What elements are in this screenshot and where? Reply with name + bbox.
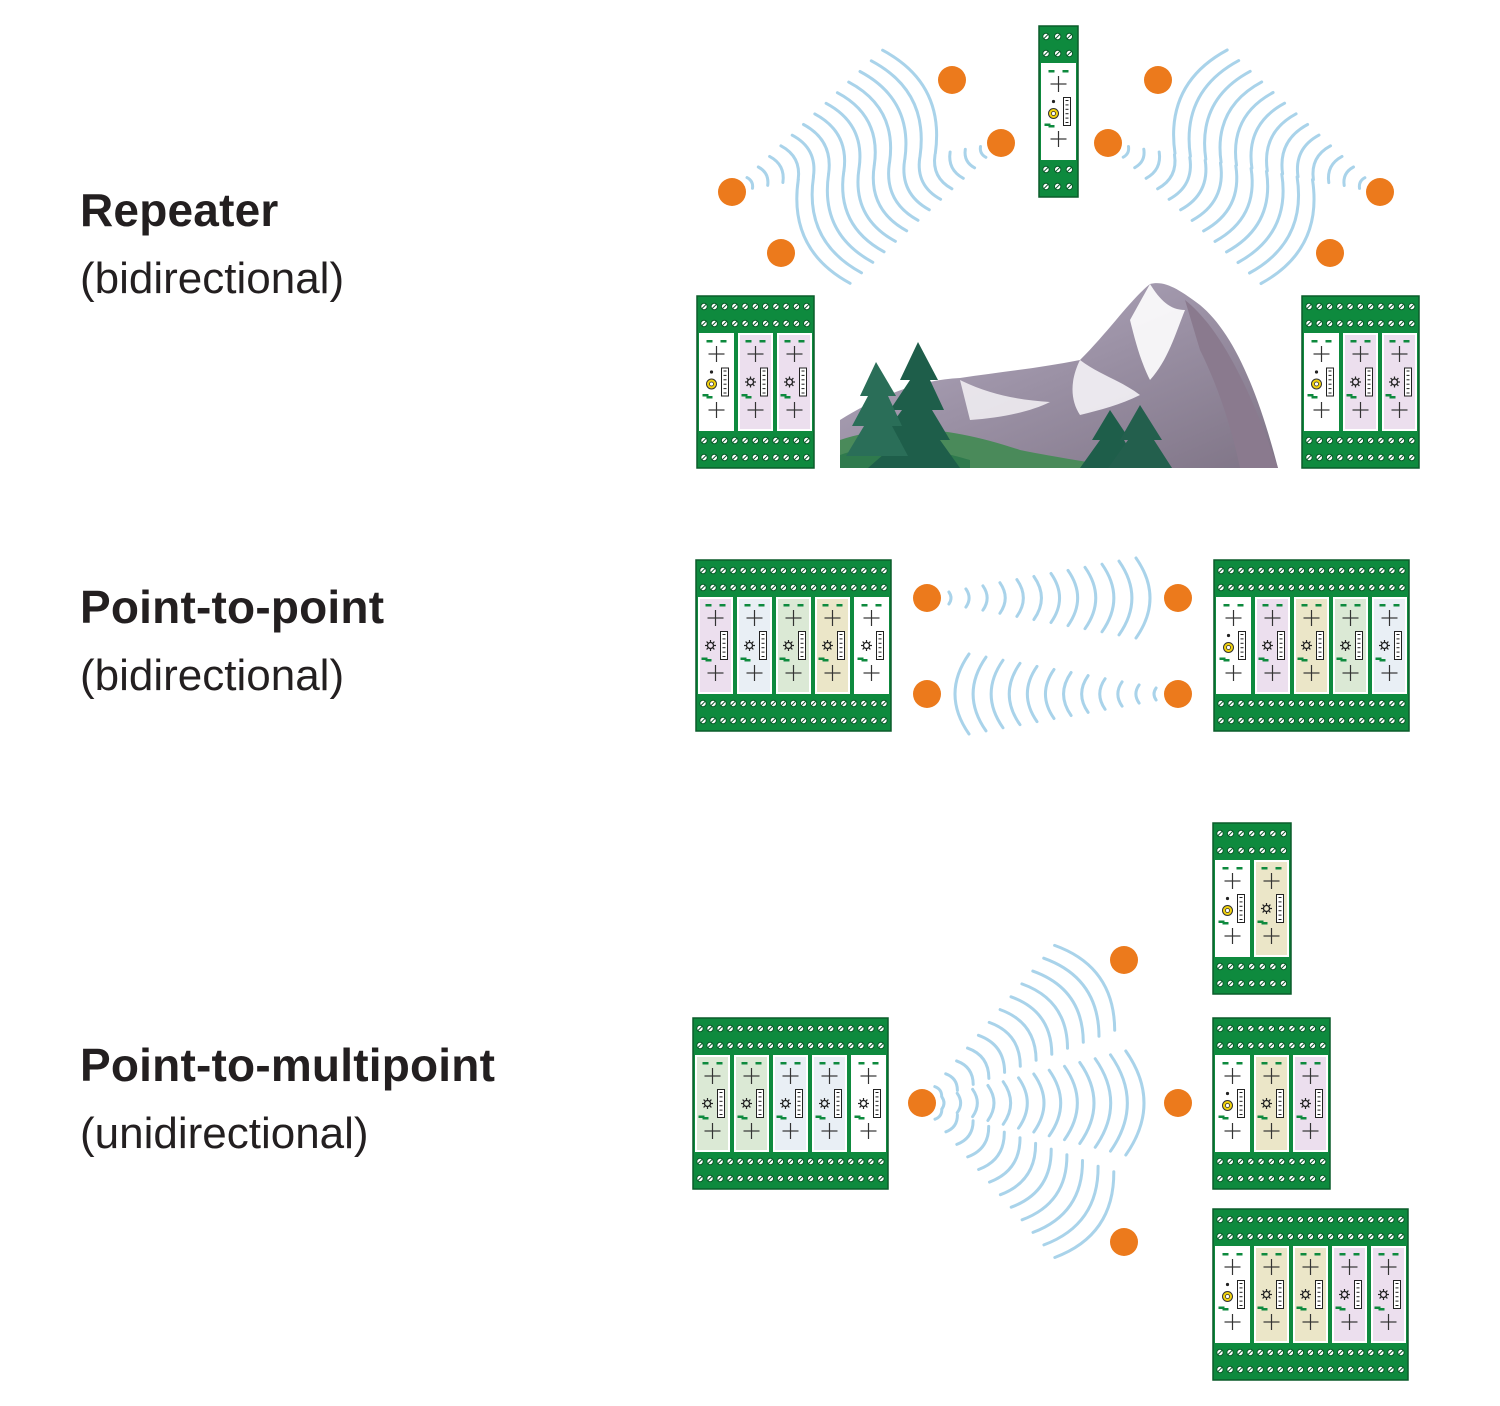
module-slice <box>1304 333 1339 431</box>
repeater-subtitle: (bidirectional) <box>80 254 345 303</box>
din-rail-io-module-icon <box>1212 822 1292 995</box>
module-slice <box>773 1055 808 1152</box>
module-slice <box>738 333 773 431</box>
point-to-multipoint-label: Point-to-multipoint (unidirectional) <box>80 1038 495 1160</box>
orange-dot-antenna-icon <box>1094 129 1122 157</box>
module-slice <box>854 597 889 694</box>
module-slice <box>1382 333 1417 431</box>
radio-wave-arc-icon <box>745 48 939 190</box>
module-slice <box>737 597 772 694</box>
module-slice <box>1343 333 1378 431</box>
orange-dot-antenna-icon <box>1164 584 1192 612</box>
module-slice <box>1255 597 1290 694</box>
din-rail-io-module-icon <box>1301 295 1420 469</box>
radio-wave-arc-icon <box>947 556 1152 640</box>
din-rail-io-module-icon <box>692 1017 889 1190</box>
radio-wave-arc-icon <box>953 652 1158 736</box>
orange-dot-antenna-icon <box>913 584 941 612</box>
repeater-title: Repeater <box>80 184 279 236</box>
repeater-label: Repeater (bidirectional) <box>80 183 344 305</box>
orange-dot-antenna-icon <box>938 66 966 94</box>
point-to-point-subtitle: (bidirectional) <box>80 651 345 700</box>
module-slice <box>1254 1246 1289 1343</box>
module-slice <box>1293 1055 1328 1152</box>
point-to-point-title: Point-to-point <box>80 581 385 633</box>
orange-dot-antenna-icon <box>1366 178 1394 206</box>
module-slice <box>1372 597 1407 694</box>
radio-wave-arc-icon <box>940 1049 1146 1157</box>
modules <box>692 25 1420 1381</box>
din-rail-io-module-icon <box>1212 1208 1409 1381</box>
module-slice <box>1041 63 1076 160</box>
module-slice <box>777 333 812 431</box>
orange-dot-antenna-icon <box>1164 680 1192 708</box>
module-slice <box>1371 1246 1406 1343</box>
module-slice <box>734 1055 769 1152</box>
radio-wave-arc-icon <box>795 145 988 285</box>
orange-dot-antenna-icon <box>908 1089 936 1117</box>
orange-dot-antenna-icon <box>987 129 1015 157</box>
radio-wave-arc-icon <box>1121 145 1316 285</box>
module-slice <box>695 1055 730 1152</box>
orange-dot-antenna-icon <box>1110 946 1138 974</box>
module-slice <box>851 1055 886 1152</box>
din-rail-io-module-icon <box>1038 25 1079 198</box>
radio-waves <box>745 48 1367 1259</box>
din-rail-io-module-icon <box>696 295 815 469</box>
module-slice <box>1332 1246 1367 1343</box>
module-slice <box>1216 597 1251 694</box>
module-slice <box>776 597 811 694</box>
orange-dot-antenna-icon <box>913 680 941 708</box>
module-slice <box>1254 1055 1289 1152</box>
module-slice <box>1293 1246 1328 1343</box>
module-slice <box>1215 1246 1250 1343</box>
module-slice <box>1215 860 1250 957</box>
module-slice <box>1215 1055 1250 1152</box>
module-slice <box>815 597 850 694</box>
orange-dot-antenna-icon <box>718 178 746 206</box>
point-to-multipoint-subtitle: (unidirectional) <box>80 1109 369 1158</box>
module-slice <box>1254 860 1289 957</box>
radio-wave-arc-icon <box>1172 48 1367 190</box>
radio-wave-arc-icon <box>933 1107 1116 1259</box>
din-rail-io-module-icon <box>1212 1017 1331 1190</box>
antennas <box>718 66 1394 1256</box>
orange-dot-antenna-icon <box>1164 1089 1192 1117</box>
radio-wave-arc-icon <box>933 943 1117 1098</box>
orange-dot-antenna-icon <box>1110 1228 1138 1256</box>
din-rail-io-module-icon <box>1213 559 1410 732</box>
point-to-multipoint-title: Point-to-multipoint <box>80 1039 496 1091</box>
point-to-point-label: Point-to-point (bidirectional) <box>80 580 384 702</box>
orange-dot-antenna-icon <box>767 239 795 267</box>
orange-dot-antenna-icon <box>1316 239 1344 267</box>
module-slice <box>698 597 733 694</box>
mountain-landscape-icon <box>838 276 1278 468</box>
module-slice <box>812 1055 847 1152</box>
module-slice <box>1333 597 1368 694</box>
din-rail-io-module-icon <box>695 559 892 732</box>
module-slice <box>699 333 734 431</box>
module-slice <box>1294 597 1329 694</box>
orange-dot-antenna-icon <box>1144 66 1172 94</box>
